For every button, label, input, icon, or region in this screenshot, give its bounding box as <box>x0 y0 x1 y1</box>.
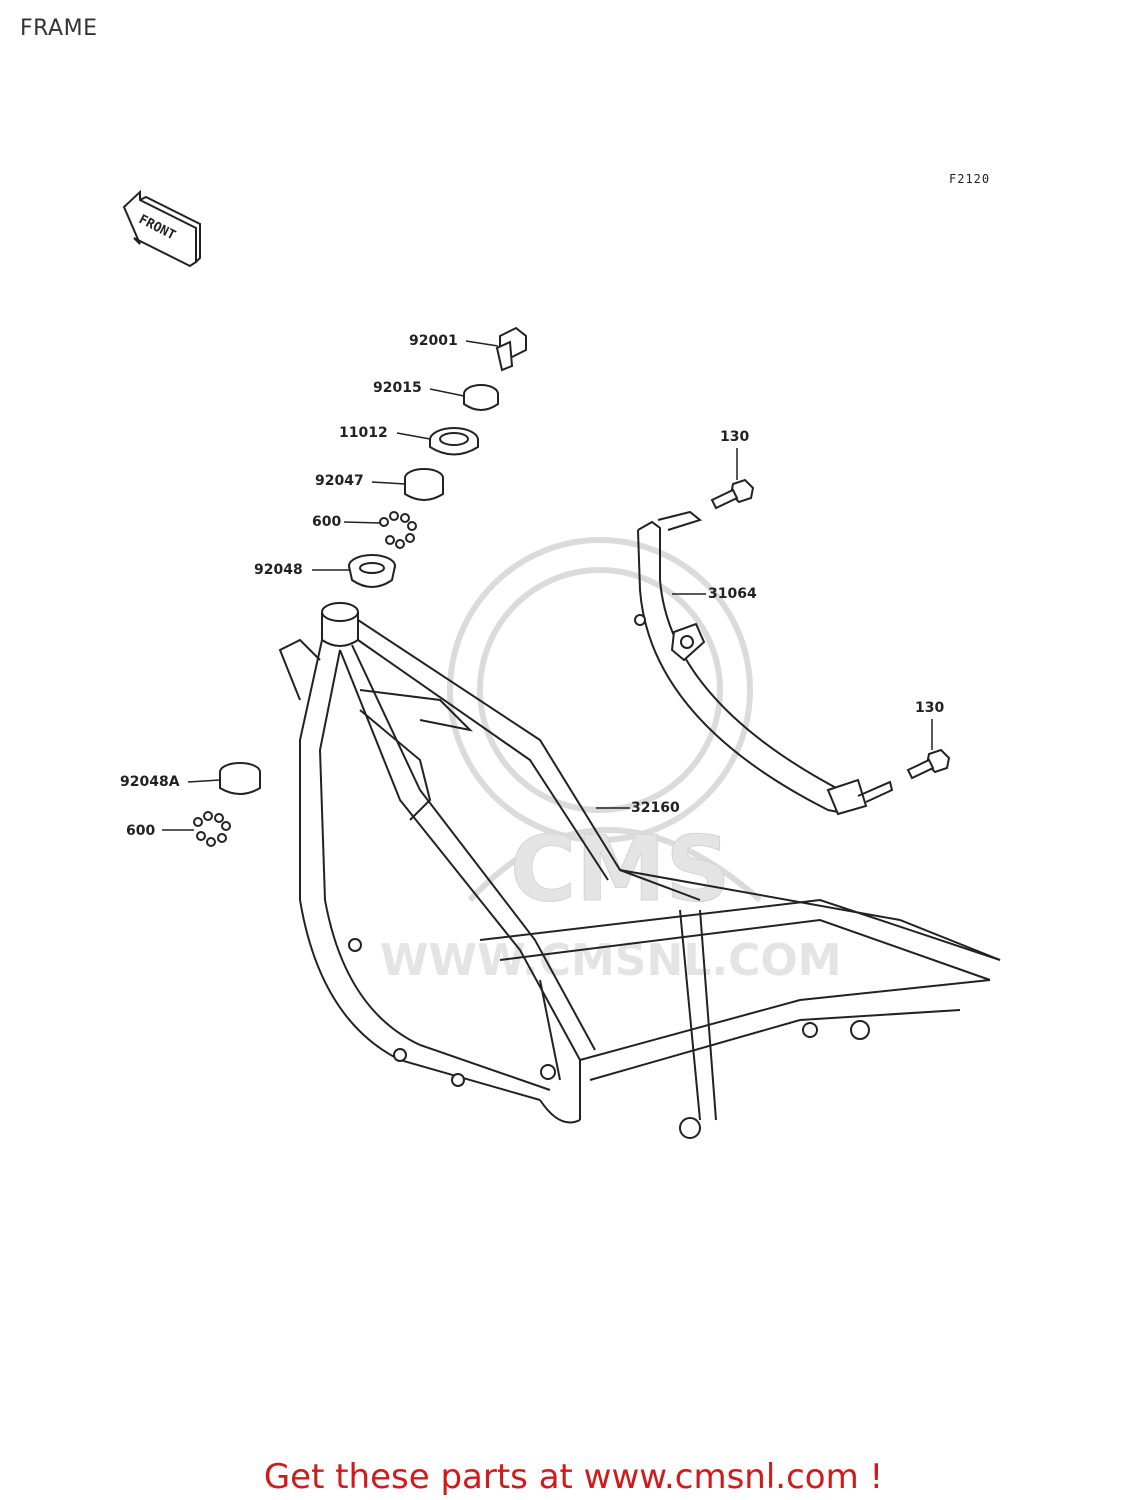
promo-link[interactable]: Get these parts at www.cmsnl.com ! <box>263 1457 884 1497</box>
balls-600-upper <box>379 511 417 549</box>
seal-11012 <box>429 427 479 456</box>
callout-130-lower: 130 <box>915 700 945 716</box>
callout-31064: 31064 <box>708 586 757 602</box>
callout-92001: 92001 <box>409 333 458 349</box>
race-92047 <box>404 468 444 501</box>
callout-92048A: 92048A <box>120 774 180 790</box>
callout-92015: 92015 <box>373 380 422 396</box>
callout-600-upper: 600 <box>312 514 342 530</box>
watermark-url: WWW.CMSNL.COM <box>380 935 842 986</box>
race-92048A <box>219 762 261 795</box>
bolt-92001 <box>495 326 527 372</box>
page-title: FRAME <box>20 16 98 41</box>
subframe-31064 <box>637 510 894 816</box>
promo-link-banner[interactable]: Get these parts at www.cmsnl.com ! <box>0 1457 1147 1497</box>
callout-11012: 11012 <box>339 425 388 441</box>
leader-lines <box>162 340 933 831</box>
balls-600-lower <box>193 811 231 847</box>
bolt-130-lower <box>906 748 951 780</box>
callout-130-upper: 130 <box>720 429 750 445</box>
figure-code: F2120 <box>949 172 991 186</box>
callout-92048: 92048 <box>254 562 303 578</box>
race-92048 <box>348 554 396 588</box>
main-frame-32160 <box>278 602 1001 1139</box>
callout-92047: 92047 <box>315 473 364 489</box>
front-arrow-icon: FRONT <box>122 189 201 268</box>
callout-600-lower: 600 <box>126 823 156 839</box>
callout-32160: 32160 <box>631 800 680 816</box>
nut-92015 <box>463 384 499 411</box>
bolt-130-upper <box>710 478 755 510</box>
watermark-logo: CMS WWW.CMSNL.COM <box>380 537 842 986</box>
